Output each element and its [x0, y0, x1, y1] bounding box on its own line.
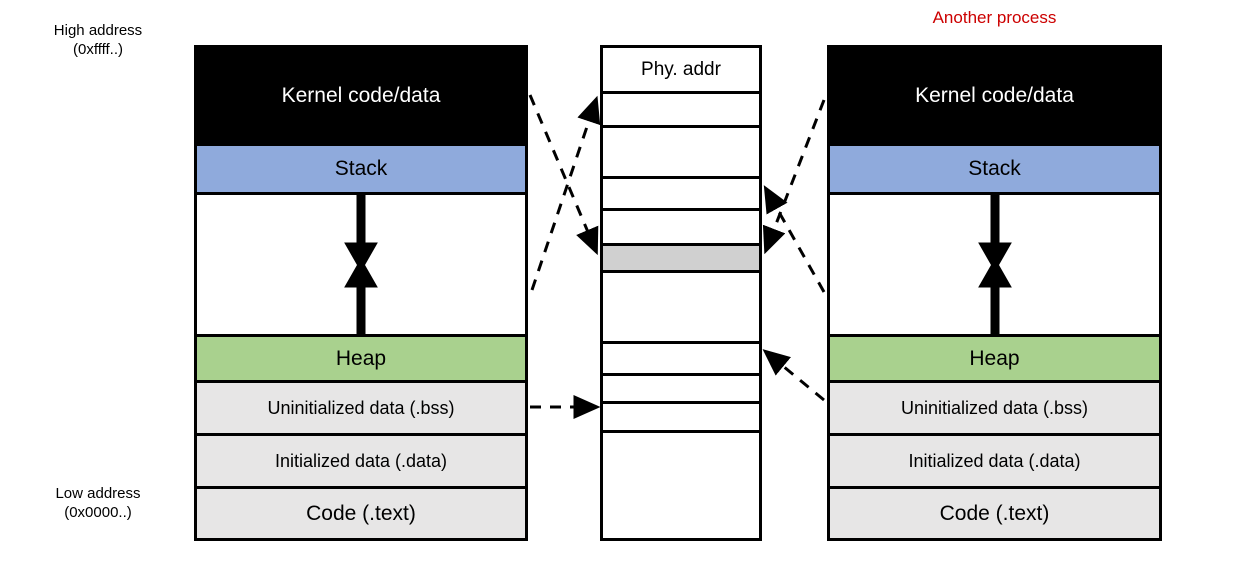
phys-frame-1	[603, 125, 759, 176]
phys-frame-2	[603, 176, 759, 208]
another-process-title: Another process	[932, 8, 1057, 27]
left-segment-data: Initialized data (.data)	[197, 433, 525, 486]
left-segment-free	[197, 192, 525, 337]
phys-frame-3	[603, 208, 759, 243]
left-growth-arrows	[331, 195, 391, 337]
left-segment-text-label: Code (.text)	[306, 501, 416, 525]
right-segment-text-label: Code (.text)	[939, 501, 1050, 525]
right-segment-data-label: Initialized data (.data)	[908, 450, 1081, 471]
left-segment-text: Code (.text)	[197, 486, 525, 538]
left-segment-heap: Heap	[197, 334, 525, 380]
phys-frame-7	[603, 373, 759, 401]
arrow-right-free-to-frame2	[763, 185, 826, 293]
right-segment-stack: Stack	[830, 143, 1159, 192]
right-segment-bss-label: Uninitialized data (.bss)	[900, 397, 1089, 418]
left-segment-heap-label: Heap	[335, 346, 387, 370]
high-address-label: High address (0xffff..)	[53, 22, 143, 58]
phys-frame-4	[603, 243, 759, 270]
left-segment-kernel-label: Kernel code/data	[281, 83, 441, 107]
right-segment-bss: Uninitialized data (.bss)	[830, 380, 1159, 433]
left-segment-data-label: Initialized data (.data)	[274, 450, 448, 471]
phys-frame-8	[603, 401, 759, 430]
arrow-left-kernel-to-frame4	[528, 94, 599, 256]
arrow-right-heap-to-frame6	[762, 349, 825, 402]
arrow-right-kernel-to-frame4	[762, 99, 826, 255]
left-segment-stack-label: Stack	[334, 157, 388, 180]
left-segment-stack: Stack	[197, 143, 525, 192]
right-process-panel: Kernel code/data Stack Heap Uninitia	[827, 45, 1162, 541]
right-segment-kernel-label: Kernel code/data	[915, 83, 1074, 107]
right-segment-heap-label: Heap	[969, 346, 1020, 370]
left-segment-kernel: Kernel code/data	[197, 48, 525, 143]
phys-frame-5	[603, 270, 759, 341]
physical-memory-column: Phy. addr	[600, 45, 762, 541]
phys-frame-6	[603, 341, 759, 373]
right-segment-text: Code (.text)	[830, 486, 1159, 538]
physical-memory-header: Phy. addr	[641, 58, 721, 80]
left-segment-bss: Uninitialized data (.bss)	[197, 380, 525, 433]
phys-frame-0	[603, 91, 759, 125]
arrow-left-free-to-frame0	[530, 95, 601, 291]
right-segment-stack-label: Stack	[968, 157, 1021, 180]
right-segment-data: Initialized data (.data)	[830, 433, 1159, 486]
right-segment-kernel: Kernel code/data	[830, 48, 1159, 143]
left-segment-bss-label: Uninitialized data (.bss)	[267, 397, 455, 418]
phys-frame-9	[603, 430, 759, 538]
right-segment-heap: Heap	[830, 334, 1159, 380]
low-address-label: Low address (0x0000..)	[55, 485, 141, 521]
right-growth-arrows	[965, 195, 1025, 337]
left-process-panel: Kernel code/data Stack Heap Uninitia	[194, 45, 528, 541]
right-segment-free	[830, 192, 1159, 337]
